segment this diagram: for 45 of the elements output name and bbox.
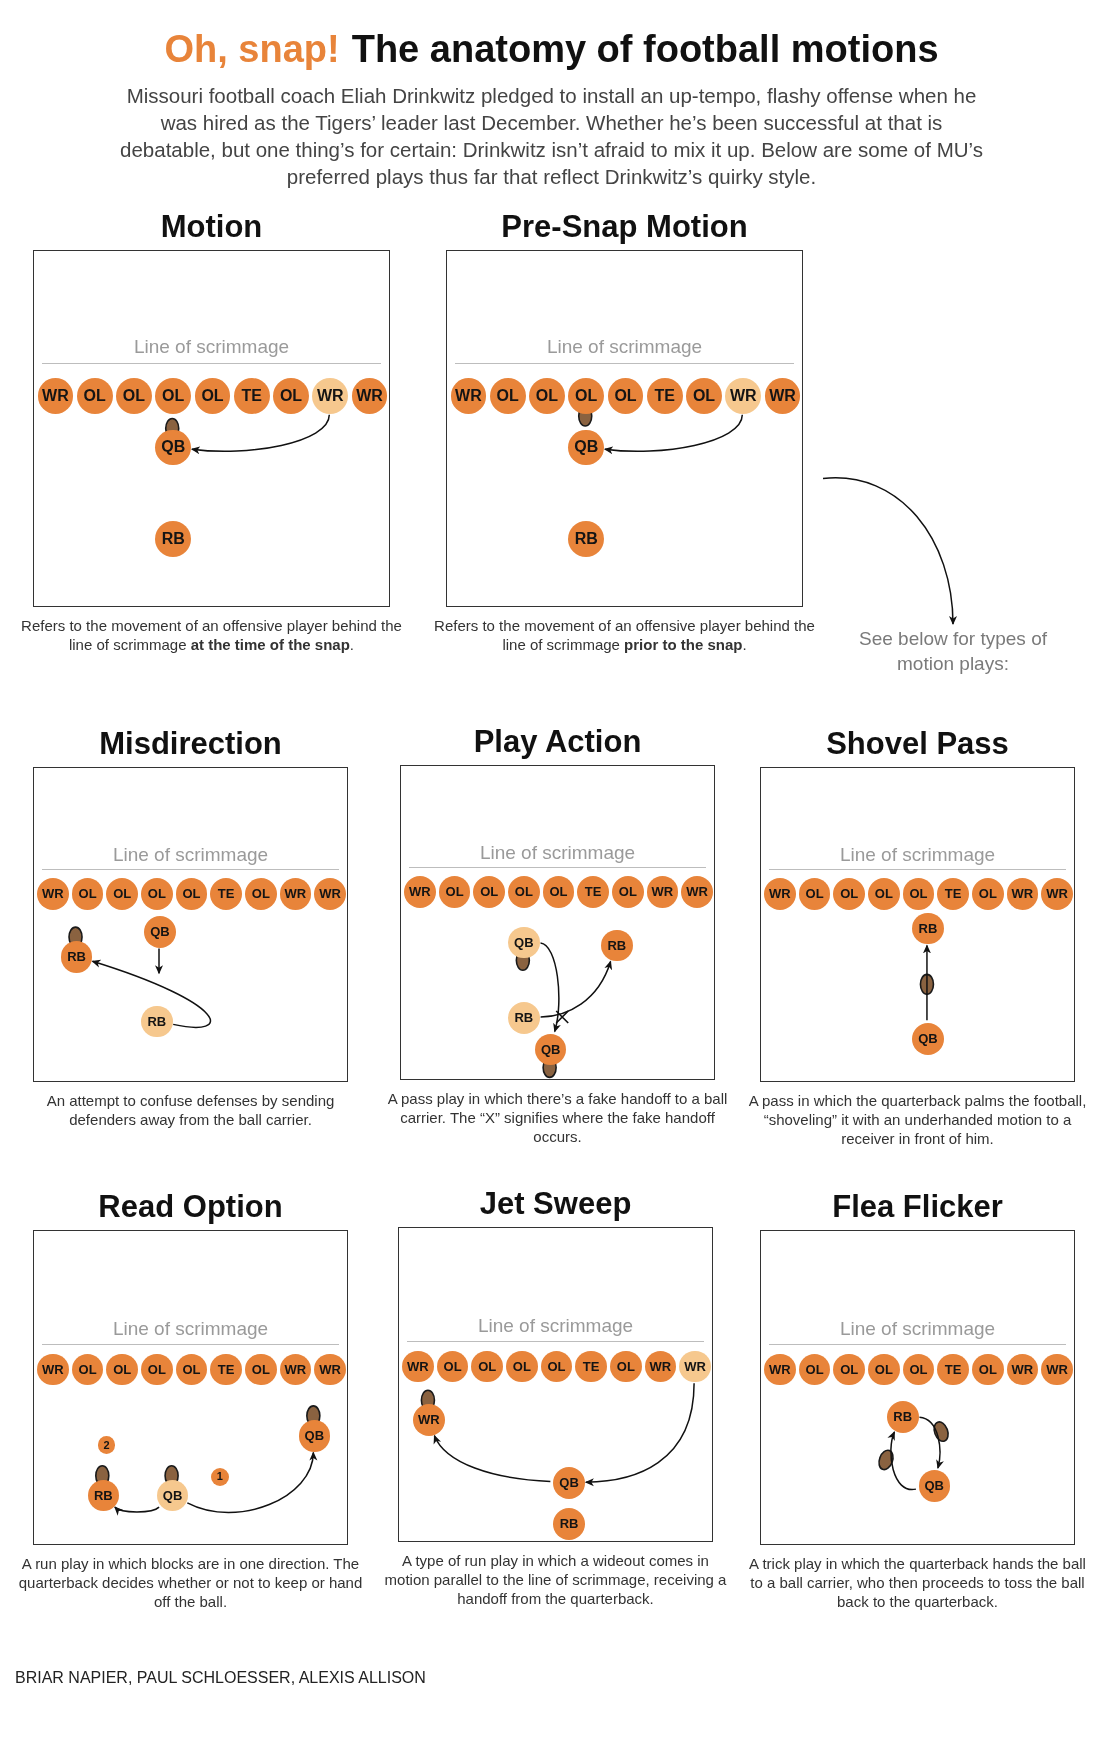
motion-arrow [433, 1434, 552, 1483]
panel-caption: A trick play in which the quarterback hands the ball to a ball carrier, who then proceeds to toss the ball back to the quarterback. [748, 1554, 1087, 1611]
scrimmage-label: Line of scrimmage [478, 841, 637, 864]
panel-caption: A type of run play in which a wideout comes in motion parallel to the line of scrimmage, receiving a handoff from the quarterback. [383, 1551, 728, 1608]
panel-title: Read Option [97, 1189, 284, 1225]
panel-title: Motion [159, 209, 264, 245]
motion-arrow [539, 942, 561, 1033]
panel-title: Pre-Snap Motion [500, 209, 749, 245]
panel-title: Flea Flicker [831, 1189, 1004, 1225]
scrimmage-label: Line of scrimmage [132, 336, 291, 359]
scrimmage-label: Line of scrimmage [476, 1314, 635, 1337]
motion-arrow [603, 414, 744, 454]
motion-arrow [155, 947, 163, 975]
panel-title: Shovel Pass [825, 726, 1010, 762]
panel-caption: An attempt to confuse defenses by sending defenders away from the ball carrier. [45, 1091, 336, 1129]
scrimmage-label: Line of scrimmage [111, 843, 270, 866]
panel-title: Jet Sweep [478, 1186, 633, 1222]
credit-line: BRIAR NAPIER, PAUL SCHLOESSER, ALEXIS ALLISON [15, 1668, 426, 1688]
motion-arrow [922, 944, 931, 1021]
motion-arrow [888, 1431, 917, 1491]
panel-caption: A pass play in which there’s a fake handoff to a ball carrier. The “X” signifies where the fake handoff occurs. [386, 1089, 729, 1146]
panel-title: Play Action [472, 724, 643, 760]
panel-caption: A pass in which the quarterback palms the football, “shoveling” it with an underhanded motion to a receiver in front of him. [747, 1091, 1088, 1148]
motion-arrow [918, 1416, 944, 1469]
number-badge: 1 [211, 1467, 229, 1486]
title-exclamation: Oh, snap! [164, 27, 340, 72]
title: The anatomy of football motions [351, 27, 939, 72]
note-text: See below for types of motion plays: [843, 626, 1063, 676]
intro-paragraph: Missouri football coach Eliah Drinkwitz pledged to install an up-tempo, flashy offense when he was hired as the Tigers’ leader last December. Whether he’s been successful at that is debatable, but one thing’s for certain: Drinkwitz isn’t afraid to mix it up. Below are some of MU’s preferred plays thus far that reflect Drinkwitz’s quirky style. [120, 83, 983, 190]
scrimmage-label: Line of scrimmage [111, 1317, 270, 1340]
motion-arrow [186, 1451, 317, 1514]
panel-caption: A run play in which blocks are in one direction. The quarterback decides whether or not to keep or hand off the ball. [18, 1554, 363, 1611]
scrimmage-label: Line of scrimmage [838, 1317, 997, 1340]
motion-arrow [190, 414, 331, 454]
panel-caption: Refers to the movement of an offensive player behind the line of scrimmage prior to the snap. [433, 616, 816, 654]
panel-caption: Refers to the movement of an offensive player behind the line of scrimmage at the time of the snap. [20, 616, 403, 654]
panel-title: Misdirection [98, 726, 283, 762]
motion-arrow [91, 959, 211, 1029]
motion-arrow [584, 1382, 695, 1486]
motion-arrow [114, 1506, 160, 1515]
number-badge: 2 [97, 1436, 116, 1454]
scrimmage-label: Line of scrimmage [545, 336, 704, 359]
motion-arrow [822, 477, 957, 625]
scrimmage-label: Line of scrimmage [838, 843, 997, 866]
motion-arrow [539, 960, 612, 1018]
